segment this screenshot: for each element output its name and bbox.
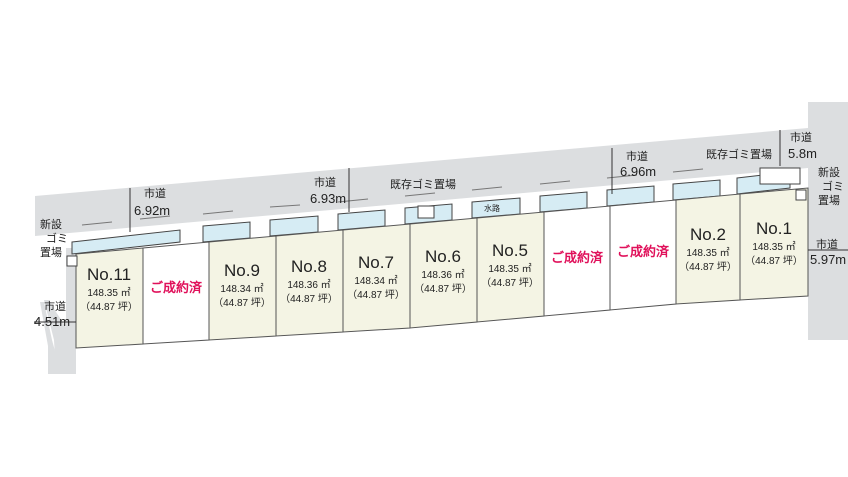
waterway-label: 水路 bbox=[484, 203, 500, 213]
existing-garbage-center-box bbox=[417, 205, 435, 219]
new-garbage-right-line-1: 新設 bbox=[818, 165, 840, 179]
new-garbage-right-line-2: ゴミ bbox=[822, 179, 844, 193]
lot-number: No.5 bbox=[492, 241, 528, 260]
new-garbage-box-right bbox=[795, 189, 807, 201]
lot-area: 148.36 ㎡ bbox=[287, 279, 330, 291]
existing-garbage-center-label: 既存ゴミ置場 bbox=[390, 177, 456, 191]
road-north-far-right-width: 5.8m bbox=[788, 146, 817, 161]
dimension-lines bbox=[34, 130, 848, 323]
road-north-right-width: 6.96m bbox=[620, 164, 656, 179]
road-north-center-name: 市道 bbox=[314, 175, 336, 189]
lot-number: No.9 bbox=[224, 261, 260, 280]
road-north-left-name: 市道 bbox=[144, 186, 166, 200]
lot-area: 148.34 ㎡ bbox=[220, 283, 263, 295]
lot-area-tsubo: （44.87 坪） bbox=[481, 276, 539, 289]
new-garbage-right-line-3: 置場 bbox=[818, 194, 840, 207]
existing-garbage-right-label: 既存ゴミ置場 bbox=[706, 147, 772, 161]
new-garbage-left-line-1: 新設 bbox=[40, 217, 62, 231]
existing-garbage-right-box bbox=[759, 167, 801, 185]
lot-number: No.8 bbox=[291, 257, 327, 276]
lot-area-tsubo: （44.87 坪） bbox=[414, 282, 472, 295]
road-east-width: 5.97m bbox=[810, 252, 846, 267]
lot-area-tsubo: （44.87 坪） bbox=[80, 300, 138, 313]
lot-number: No.7 bbox=[358, 253, 394, 272]
lot-area-tsubo: （44.87 坪） bbox=[347, 288, 405, 301]
lot-area: 148.35 ㎡ bbox=[752, 241, 795, 253]
road-west-width: 4.51m bbox=[34, 314, 70, 329]
lot-sold-label: ご成約済 bbox=[150, 280, 203, 295]
road-east-name: 市道 bbox=[816, 237, 838, 251]
lot-number: No.1 bbox=[756, 219, 792, 238]
new-garbage-left-line-3: 置場 bbox=[40, 246, 62, 259]
lot-area: 148.36 ㎡ bbox=[421, 269, 464, 281]
lot-area-tsubo: （44.87 坪） bbox=[280, 292, 338, 305]
lot-sold-label: ご成約済 bbox=[551, 250, 604, 265]
new-garbage-box-left bbox=[66, 255, 78, 267]
west-road-strip bbox=[0, 300, 76, 374]
lot-number: No.6 bbox=[425, 247, 461, 266]
lot-area: 148.35 ㎡ bbox=[488, 263, 531, 275]
lot-area: 148.35 ㎡ bbox=[686, 247, 729, 259]
facility-labels: 既存ゴミ置場 既存ゴミ置場 水路 新設 ゴミ 置場 新設 ゴミ 置場 bbox=[40, 147, 844, 259]
water-channel bbox=[71, 171, 791, 255]
new-garbage-left-line-2: ゴミ bbox=[46, 231, 68, 245]
lot-area-tsubo: （44.87 坪） bbox=[745, 254, 803, 267]
east-road bbox=[808, 102, 848, 340]
lot-area-tsubo: （44.87 坪） bbox=[213, 296, 271, 309]
lot-area: 148.34 ㎡ bbox=[354, 275, 397, 287]
lots-layer bbox=[75, 187, 809, 349]
lot-sold-label: ご成約済 bbox=[617, 244, 670, 259]
north-road bbox=[35, 128, 808, 236]
road-north-far-right-name: 市道 bbox=[790, 130, 812, 144]
lot-number: No.2 bbox=[690, 225, 726, 244]
lot-area-tsubo: （44.87 坪） bbox=[679, 260, 737, 273]
road-centerline bbox=[81, 168, 704, 226]
lot-area: 148.35 ㎡ bbox=[87, 287, 130, 299]
road-north-center-width: 6.93m bbox=[310, 191, 346, 206]
road-labels: 市道 6.92m 市道 6.93m 市道 6.96m 市道 5.8m 市道 4.… bbox=[34, 130, 846, 329]
road-north-right-name: 市道 bbox=[626, 149, 648, 163]
road-west-name: 市道 bbox=[44, 299, 66, 313]
road-north-left-width: 6.92m bbox=[134, 203, 170, 218]
lot-number: No.11 bbox=[87, 265, 131, 284]
lot-1[interactable] bbox=[739, 187, 809, 301]
